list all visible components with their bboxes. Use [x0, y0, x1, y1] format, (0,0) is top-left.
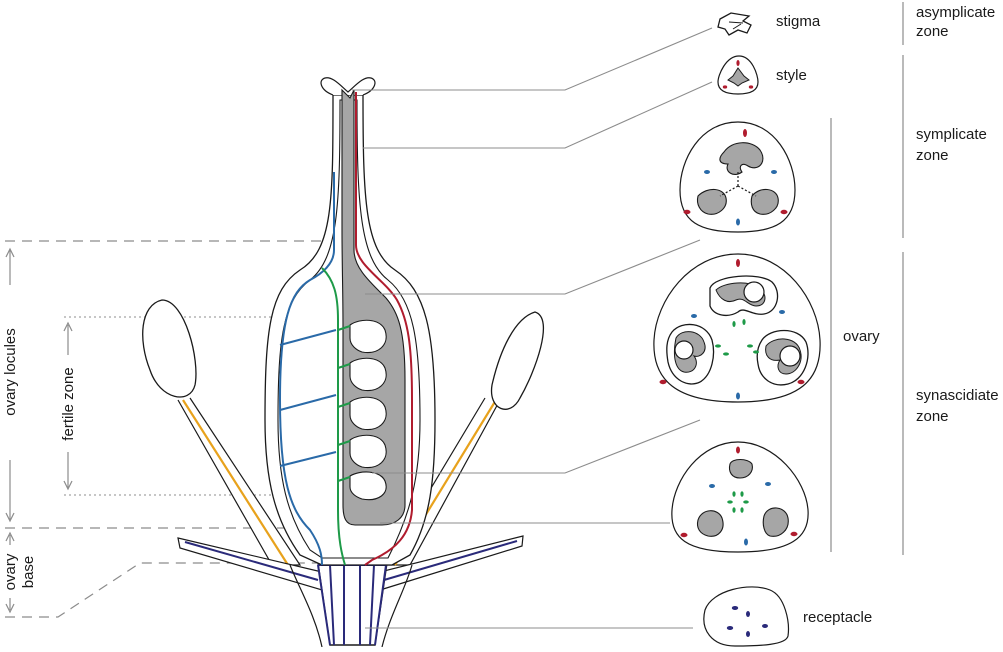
symplicate-section — [679, 121, 796, 233]
stigma-section — [717, 12, 752, 36]
receptacle-label: receptacle — [803, 609, 872, 626]
leader-fertile — [372, 419, 701, 474]
right-anther — [490, 311, 545, 410]
left-perianth-bundle — [184, 541, 319, 581]
ovary-label: ovary — [843, 328, 880, 345]
left-anther — [142, 299, 197, 398]
style-label: style — [776, 67, 807, 84]
ovary-locules-arrowheads — [5, 247, 15, 523]
style-section — [717, 55, 759, 95]
left-stamen — [142, 299, 302, 566]
ovule-1 — [349, 319, 387, 354]
leader-lines — [352, 27, 713, 629]
synascidiate-section-lower — [671, 441, 809, 553]
stigma-label: stigma — [776, 13, 821, 30]
leader-stigma — [352, 27, 713, 91]
ovary-base-arrowheads — [5, 531, 15, 614]
symplicate-zone-label-2: zone — [916, 147, 949, 164]
synascidiate-zone-label-1: synascidiate — [916, 387, 999, 404]
ovary-base-label-line2: base — [20, 556, 37, 589]
synascidiate-section-fertile — [653, 253, 821, 403]
fertile-zone-arrowheads — [63, 321, 73, 491]
ovule-2 — [349, 357, 387, 392]
ovary-locules-label: ovary locules — [2, 328, 19, 416]
leader-style — [363, 81, 713, 149]
stigma-longitudinal — [320, 77, 376, 96]
zone-brackets — [830, 2, 904, 555]
green-ovule-traces — [337, 325, 351, 482]
asymplicate-zone-label-1: asymplicate — [916, 4, 995, 21]
blue-bundle — [278, 172, 335, 566]
green-bundle — [321, 267, 346, 566]
ovule-5 — [349, 471, 387, 501]
red-bundle — [355, 92, 413, 566]
receptacle-bundles — [329, 564, 375, 646]
ovules — [349, 319, 387, 501]
right-perianth-bundle — [383, 540, 518, 581]
pistil — [264, 77, 436, 566]
ovary-base-label-line1: ovary — [2, 553, 19, 590]
synascidiate-zone-label-2: zone — [916, 408, 949, 425]
receptacle-section — [703, 586, 790, 647]
ovule-3 — [349, 396, 387, 431]
symplicate-zone-label-1: symplicate — [916, 126, 987, 143]
asymplicate-zone-label-2: zone — [916, 23, 949, 40]
fertile-zone-label: fertile zone — [60, 367, 77, 440]
blue-branches — [279, 329, 337, 467]
leader-symplicate — [365, 239, 701, 295]
pistil-bundles — [278, 92, 413, 566]
ovule-4 — [349, 434, 387, 469]
